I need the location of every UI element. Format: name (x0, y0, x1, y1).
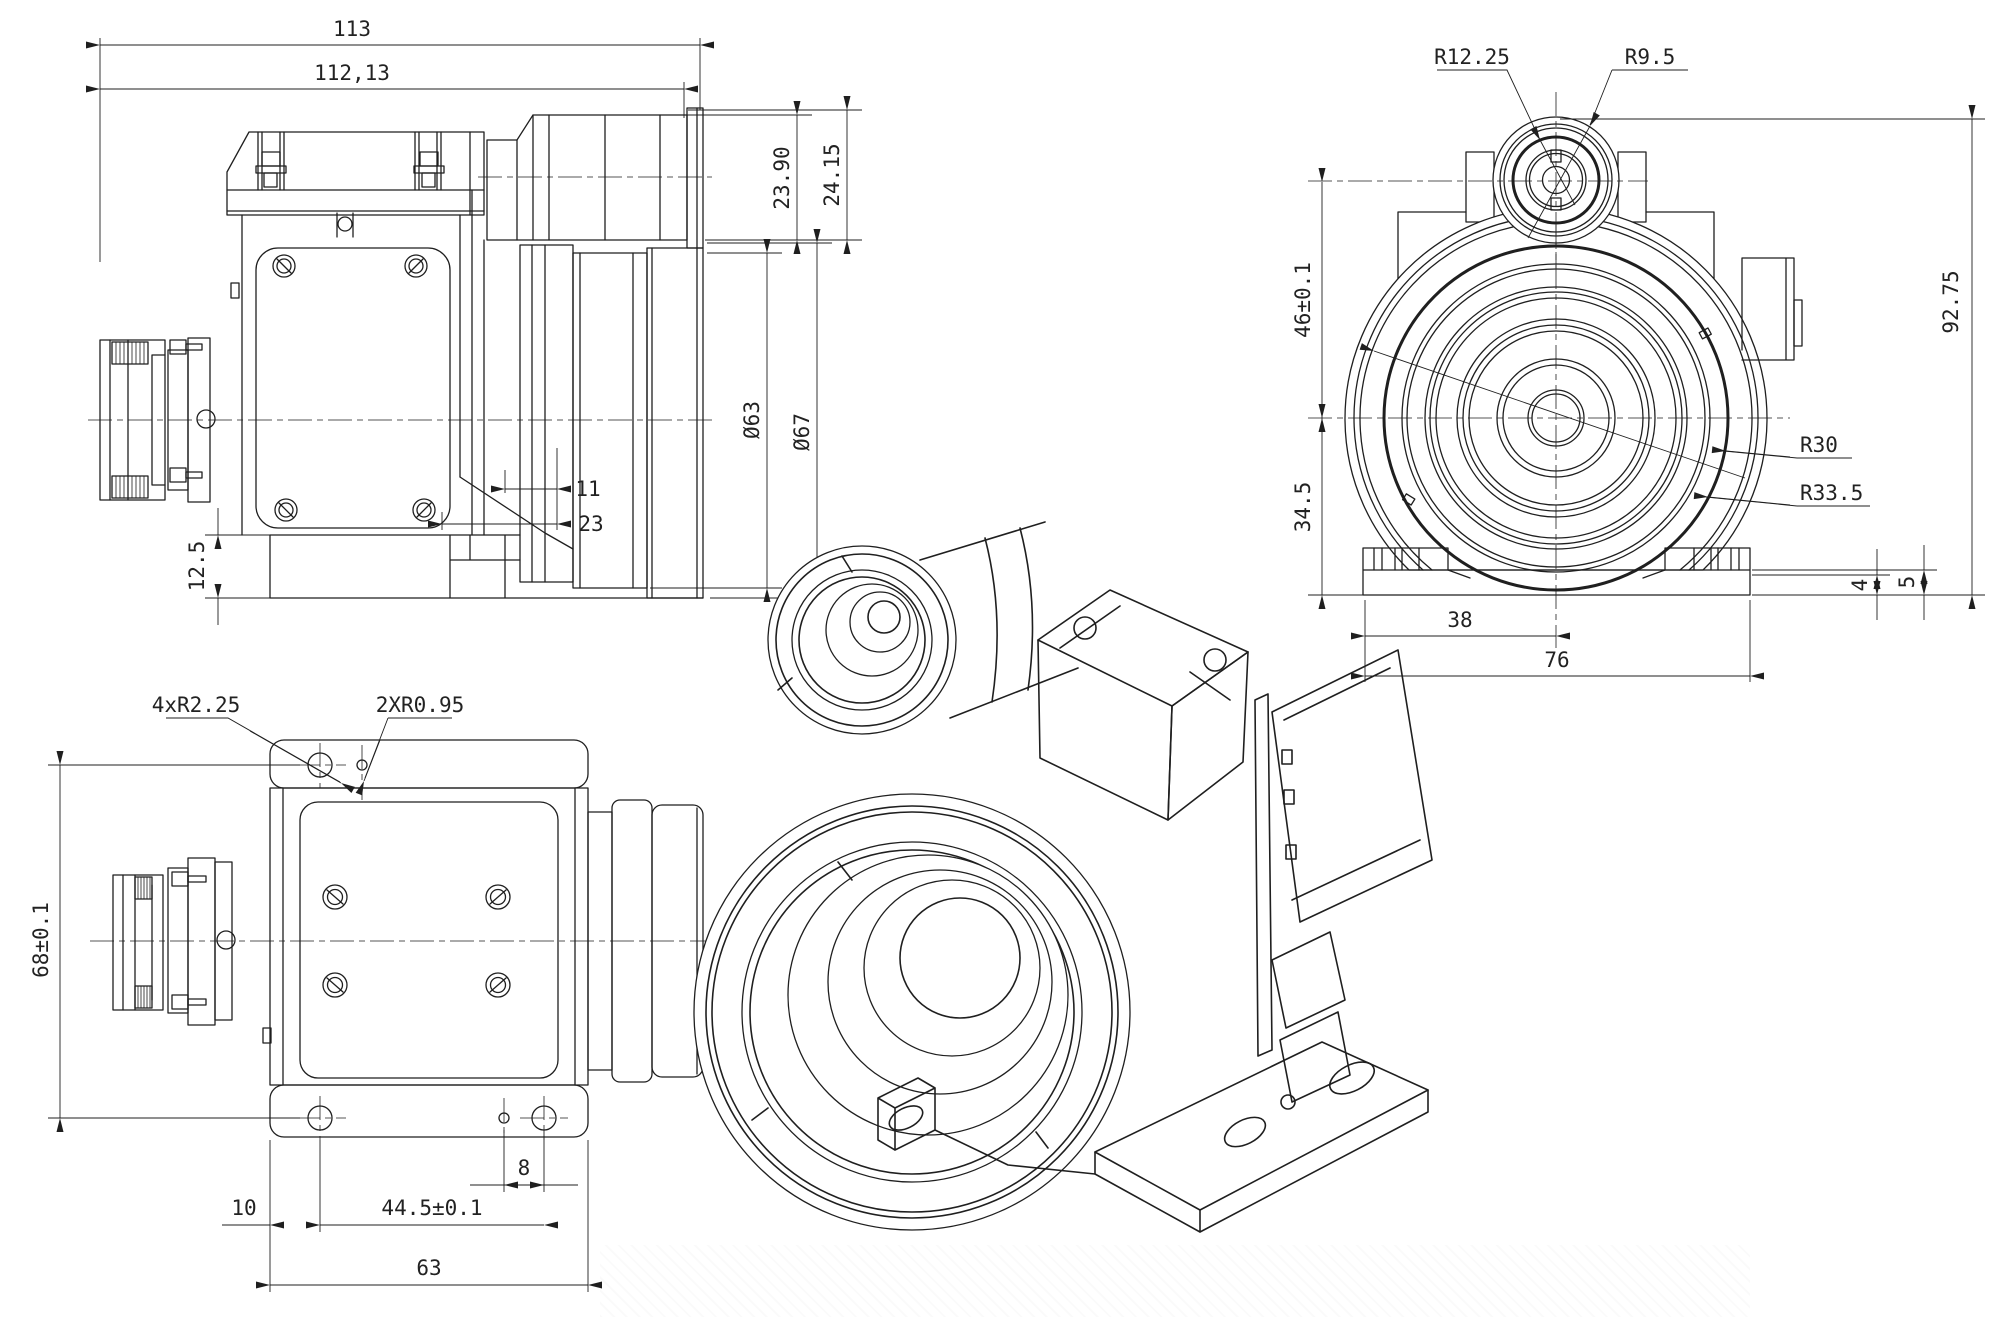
dim-pin-radius: 2XR0.95 (376, 693, 465, 717)
front-view: R12.25 R9.5 46±0.1 34.5 92.75 R30 R33.5 … (1291, 45, 1985, 682)
bracket-screw-right (413, 151, 445, 188)
iso-body-box (1037, 589, 1249, 821)
side-view: 113 112,13 23.90 24.15 Ø63 Ø67 12.5 11 2… (86, 17, 862, 625)
adapter-pin-hole (216, 930, 236, 950)
side-body (230, 189, 574, 550)
dim-overall-height: 92.75 (1939, 270, 1963, 333)
connector-screw (171, 871, 207, 887)
body-screw (485, 884, 511, 910)
iso-top-lens (767, 521, 1079, 735)
dim-hole-row-spacing: 68±0.1 (29, 902, 53, 978)
plate-screw (274, 498, 298, 522)
dim-plate-width: 63 (416, 1256, 441, 1280)
plate-screw (404, 254, 428, 278)
diagonal-callout-line (1359, 343, 1746, 479)
bracket-screw-left (255, 151, 287, 188)
dim-front-step: 11 (575, 477, 600, 501)
dim-base-width: 76 (1544, 648, 1569, 672)
dim-base-depth: 23 (578, 512, 603, 536)
dim-top-lens-front: 23.90 (770, 146, 794, 209)
bottom-lens (587, 799, 704, 1083)
bottom-dimensions: 4xR2.25 2XR0.95 68±0.1 8 10 44.5±0.1 63 (29, 693, 602, 1292)
dim-pin-to-hole: 8 (518, 1156, 531, 1180)
dim-overall-length: 113 (333, 17, 371, 41)
side-body-plate (255, 247, 451, 529)
front-side-tab (1741, 257, 1803, 361)
dim-base-thickness: 5 (1895, 576, 1919, 589)
dim-main-lens-r-outer: R33.5 (1800, 481, 1863, 505)
bottom-connector (112, 857, 236, 1026)
side-gusset (459, 476, 574, 550)
bottom-body (262, 787, 589, 1086)
connector-screw-bottom (169, 467, 203, 483)
dim-center-to-edge: 38 (1447, 608, 1472, 632)
iso-base (877, 1041, 1429, 1233)
dim-lens-spacing: 46±0.1 (1291, 262, 1315, 338)
side-main-lens (519, 244, 704, 599)
body-screw (322, 884, 348, 910)
bracket-pin-hole (337, 216, 353, 232)
bottom-view: 4xR2.25 2XR0.95 68±0.1 8 10 44.5±0.1 63 (29, 693, 730, 1292)
dim-lens-dia-outer: Ø67 (790, 413, 814, 451)
dim-length-to-flange: 112,13 (314, 61, 390, 85)
dim-corner-radius: 4xR2.25 (152, 693, 241, 717)
side-top-bracket (226, 131, 485, 238)
dim-main-lens-r-inner: R30 (1800, 433, 1838, 457)
iso-pcb-stack (1254, 649, 1433, 1103)
connector-screw-top (169, 339, 203, 355)
side-base (269, 534, 704, 599)
adapter-pin-hole (196, 409, 216, 429)
plate-screw (412, 498, 436, 522)
iso-main-lens (693, 793, 1131, 1231)
body-screw (485, 972, 511, 998)
paper-texture (600, 1245, 1750, 1317)
connector-screw (171, 994, 207, 1010)
dim-edge-to-hole: 10 (231, 1196, 256, 1220)
dim-center-to-base: 34.5 (1291, 482, 1315, 533)
dim-top-lens-r-outer: R12.25 (1434, 45, 1510, 69)
bottom-base-plate (269, 1084, 589, 1140)
dim-base-height: 12.5 (185, 541, 209, 592)
front-dimensions: R12.25 R9.5 46±0.1 34.5 92.75 R30 R33.5 … (1291, 45, 1985, 682)
side-dimensions: 113 112,13 23.90 24.15 Ø63 Ø67 12.5 11 2… (86, 17, 862, 625)
dim-hole-spacing: 44.5±0.1 (381, 1196, 482, 1220)
dim-lens-dia-inner: Ø63 (740, 401, 764, 439)
isometric-view (693, 521, 1433, 1233)
plate-screw (272, 254, 296, 278)
dim-top-lens-r-inner: R9.5 (1625, 45, 1676, 69)
dim-base-step: 4 (1848, 579, 1872, 592)
side-top-lens-barrel (486, 107, 704, 249)
body-screw (322, 972, 348, 998)
dim-top-lens-rear: 24.15 (820, 143, 844, 206)
front-base (1362, 547, 1751, 596)
